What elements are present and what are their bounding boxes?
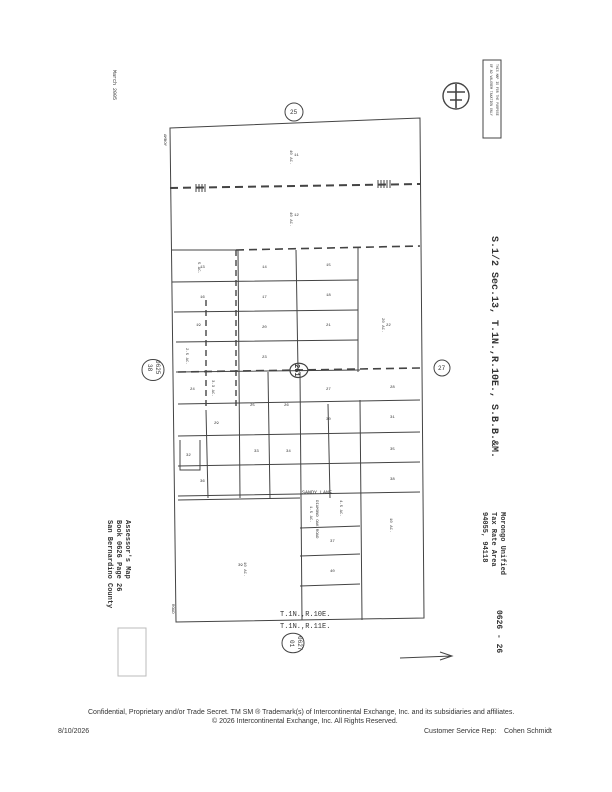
book-county: San Bernardino County bbox=[105, 520, 113, 609]
parcel-number: 30 bbox=[326, 418, 331, 422]
parcel-number: 26 bbox=[284, 404, 289, 408]
parcel-number: 39 bbox=[238, 564, 243, 568]
ref-top: 25 bbox=[290, 109, 298, 116]
footer-rep-name: Cohen Schmidt bbox=[504, 728, 552, 735]
ref-bottom-map: 0627 bbox=[296, 636, 303, 651]
county-seal bbox=[442, 82, 470, 110]
ref-left-page: 38 bbox=[146, 364, 153, 372]
parcel-number: 12 bbox=[294, 214, 299, 218]
ref-ellipse-left bbox=[141, 359, 165, 381]
book-page: Book 0626 Page 26 bbox=[114, 520, 122, 591]
acreage-label: 40 AC. bbox=[288, 150, 292, 164]
dashed-line-left-vertical bbox=[205, 250, 237, 410]
footer-date: 8/10/2026 bbox=[58, 728, 90, 735]
map-number: 0626 - 26 bbox=[494, 610, 503, 653]
map-linework bbox=[117, 59, 502, 677]
road-diamond-oak: DIAMOND OAK ROAD bbox=[314, 500, 318, 539]
parcel-number: 11 bbox=[294, 154, 299, 158]
parcel-number: 40 bbox=[330, 570, 335, 574]
acreage-label: 5 AC. bbox=[196, 262, 200, 274]
route-bubble bbox=[289, 362, 309, 379]
parcel-number: 29 bbox=[214, 422, 219, 426]
footer-copyright: © 2026 Intercontinental Exchange, Inc. A… bbox=[212, 718, 398, 725]
district-tax-rate: Tax Rate Area bbox=[489, 512, 497, 567]
parcel-number: 34 bbox=[286, 450, 291, 454]
north-arrow bbox=[399, 651, 454, 661]
parcel-number: 17 bbox=[262, 296, 267, 300]
road-bottom: ROAD bbox=[170, 604, 174, 614]
parcel-number: 28 bbox=[390, 386, 395, 390]
section-boundary bbox=[169, 117, 425, 623]
parcel-number: 32 bbox=[186, 454, 191, 458]
map-labels: March 2005 S.1/2 Sec.13, T.1N.,R.10E., S… bbox=[105, 64, 506, 653]
acreage-label: 4.5 AC. bbox=[338, 500, 342, 517]
ref-bottom-page: 01 bbox=[288, 640, 295, 648]
road-amboy: AMBOY bbox=[162, 134, 166, 147]
township-north: T.1N.,R.10E. bbox=[280, 611, 330, 619]
stamp-line-1: THIS MAP IS FOR THE PURPOSE bbox=[495, 64, 499, 116]
parcel-number: 18 bbox=[326, 294, 331, 298]
acreage-label: 2.5 AC. bbox=[184, 348, 188, 365]
parcel-numbers: 11 12 13 14 15 16 17 18 19 20 21 22 23 2… bbox=[186, 154, 395, 574]
ref-left-map: 0625 bbox=[154, 360, 161, 375]
parcel-number: 37 bbox=[330, 540, 335, 544]
parcel-number: 16 bbox=[200, 296, 205, 300]
acreage-label: 20 AC. bbox=[380, 318, 384, 332]
dashed-line-upper bbox=[169, 183, 421, 189]
parcel-number: 20 bbox=[262, 326, 267, 330]
parcel-number: 21 bbox=[326, 324, 331, 328]
ref-circle-top bbox=[284, 102, 304, 122]
acreage-label: 40 AC. bbox=[288, 212, 292, 226]
parcel-number: 31 bbox=[390, 416, 395, 420]
parcel-number: 13 bbox=[200, 266, 205, 270]
acreage-label: 1.5 AC. bbox=[308, 506, 312, 523]
dashed-line-middle bbox=[235, 245, 421, 251]
ref-ellipse-bottom bbox=[281, 632, 305, 654]
parcel-number: 14 bbox=[262, 266, 267, 270]
parcel-number: 22 bbox=[386, 324, 391, 328]
parcel-number: 27 bbox=[326, 388, 331, 392]
acreage-label: 10 AC. bbox=[242, 562, 246, 576]
road-sandy-lane: SANDY LANE bbox=[302, 490, 332, 496]
parcel-number: 19 bbox=[196, 324, 201, 328]
stamp-line-2: OF AD VALOREM TAXATION ONLY bbox=[489, 64, 493, 116]
footer-rep-label: Customer Service Rep: bbox=[424, 728, 497, 735]
stamp-box-bottom bbox=[117, 627, 147, 677]
district-tax-codes: 94055, 94118 bbox=[480, 512, 488, 562]
map-title: S.1/2 Sec.13, T.1N.,R.10E., S.B.B.&M. bbox=[488, 236, 500, 458]
parcel-number: 33 bbox=[254, 450, 259, 454]
map-date: March 2005 bbox=[111, 70, 117, 100]
ref-circle-right bbox=[433, 359, 451, 377]
ref-right: 27 bbox=[438, 365, 446, 372]
footer-legal-line: Confidential, Proprietary and/or Trade S… bbox=[88, 709, 515, 716]
parcel-number: 38 bbox=[390, 478, 395, 482]
parcel-number: 36 bbox=[200, 480, 205, 484]
acreage-label: 10 AC. bbox=[388, 518, 392, 532]
route-label: 261 bbox=[292, 364, 300, 377]
parcel-number: 24 bbox=[190, 388, 195, 392]
parcel-number: 25 bbox=[250, 404, 255, 408]
parcel-number: 15 bbox=[326, 264, 331, 268]
parcel-number: 35 bbox=[390, 448, 395, 452]
parcel-number: 23 bbox=[262, 356, 267, 360]
book-title: Assessor's Map bbox=[123, 520, 131, 579]
township-south: T.1N.,R.11E. bbox=[280, 623, 330, 631]
stamp-box-top bbox=[482, 59, 502, 139]
acreage-label: 3.3 AC. bbox=[210, 380, 214, 397]
district-name: Morongo Unified bbox=[498, 512, 506, 575]
